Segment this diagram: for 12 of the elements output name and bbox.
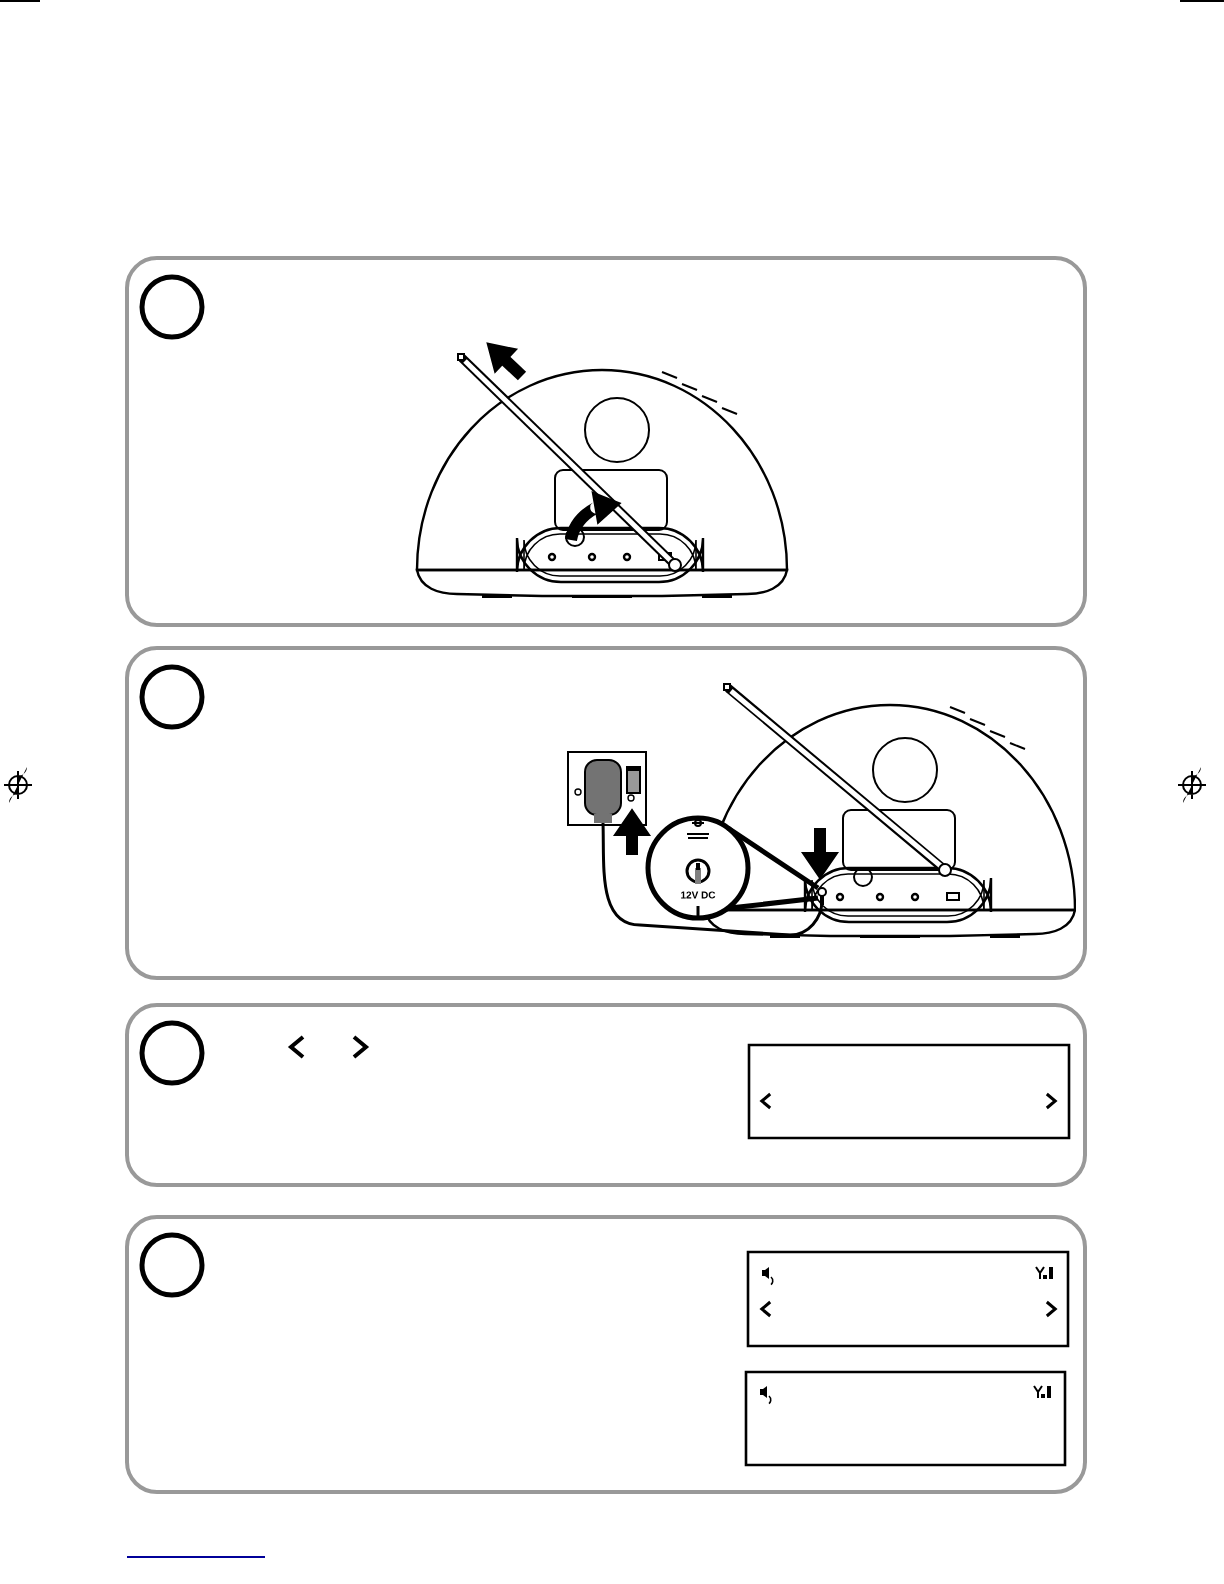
display-screen bbox=[744, 1370, 1067, 1467]
display-screen bbox=[747, 1043, 1071, 1140]
step-panel bbox=[125, 1215, 1087, 1494]
voltage-label: 12V DC bbox=[679, 890, 717, 900]
step-panel bbox=[125, 256, 1087, 627]
display-screen bbox=[746, 1250, 1070, 1348]
step-circle bbox=[139, 664, 205, 730]
step-circle bbox=[139, 274, 205, 340]
step-circle bbox=[139, 1232, 205, 1298]
step-panel bbox=[125, 646, 1087, 980]
step-circle bbox=[139, 1020, 205, 1086]
step-panel bbox=[125, 1003, 1087, 1187]
